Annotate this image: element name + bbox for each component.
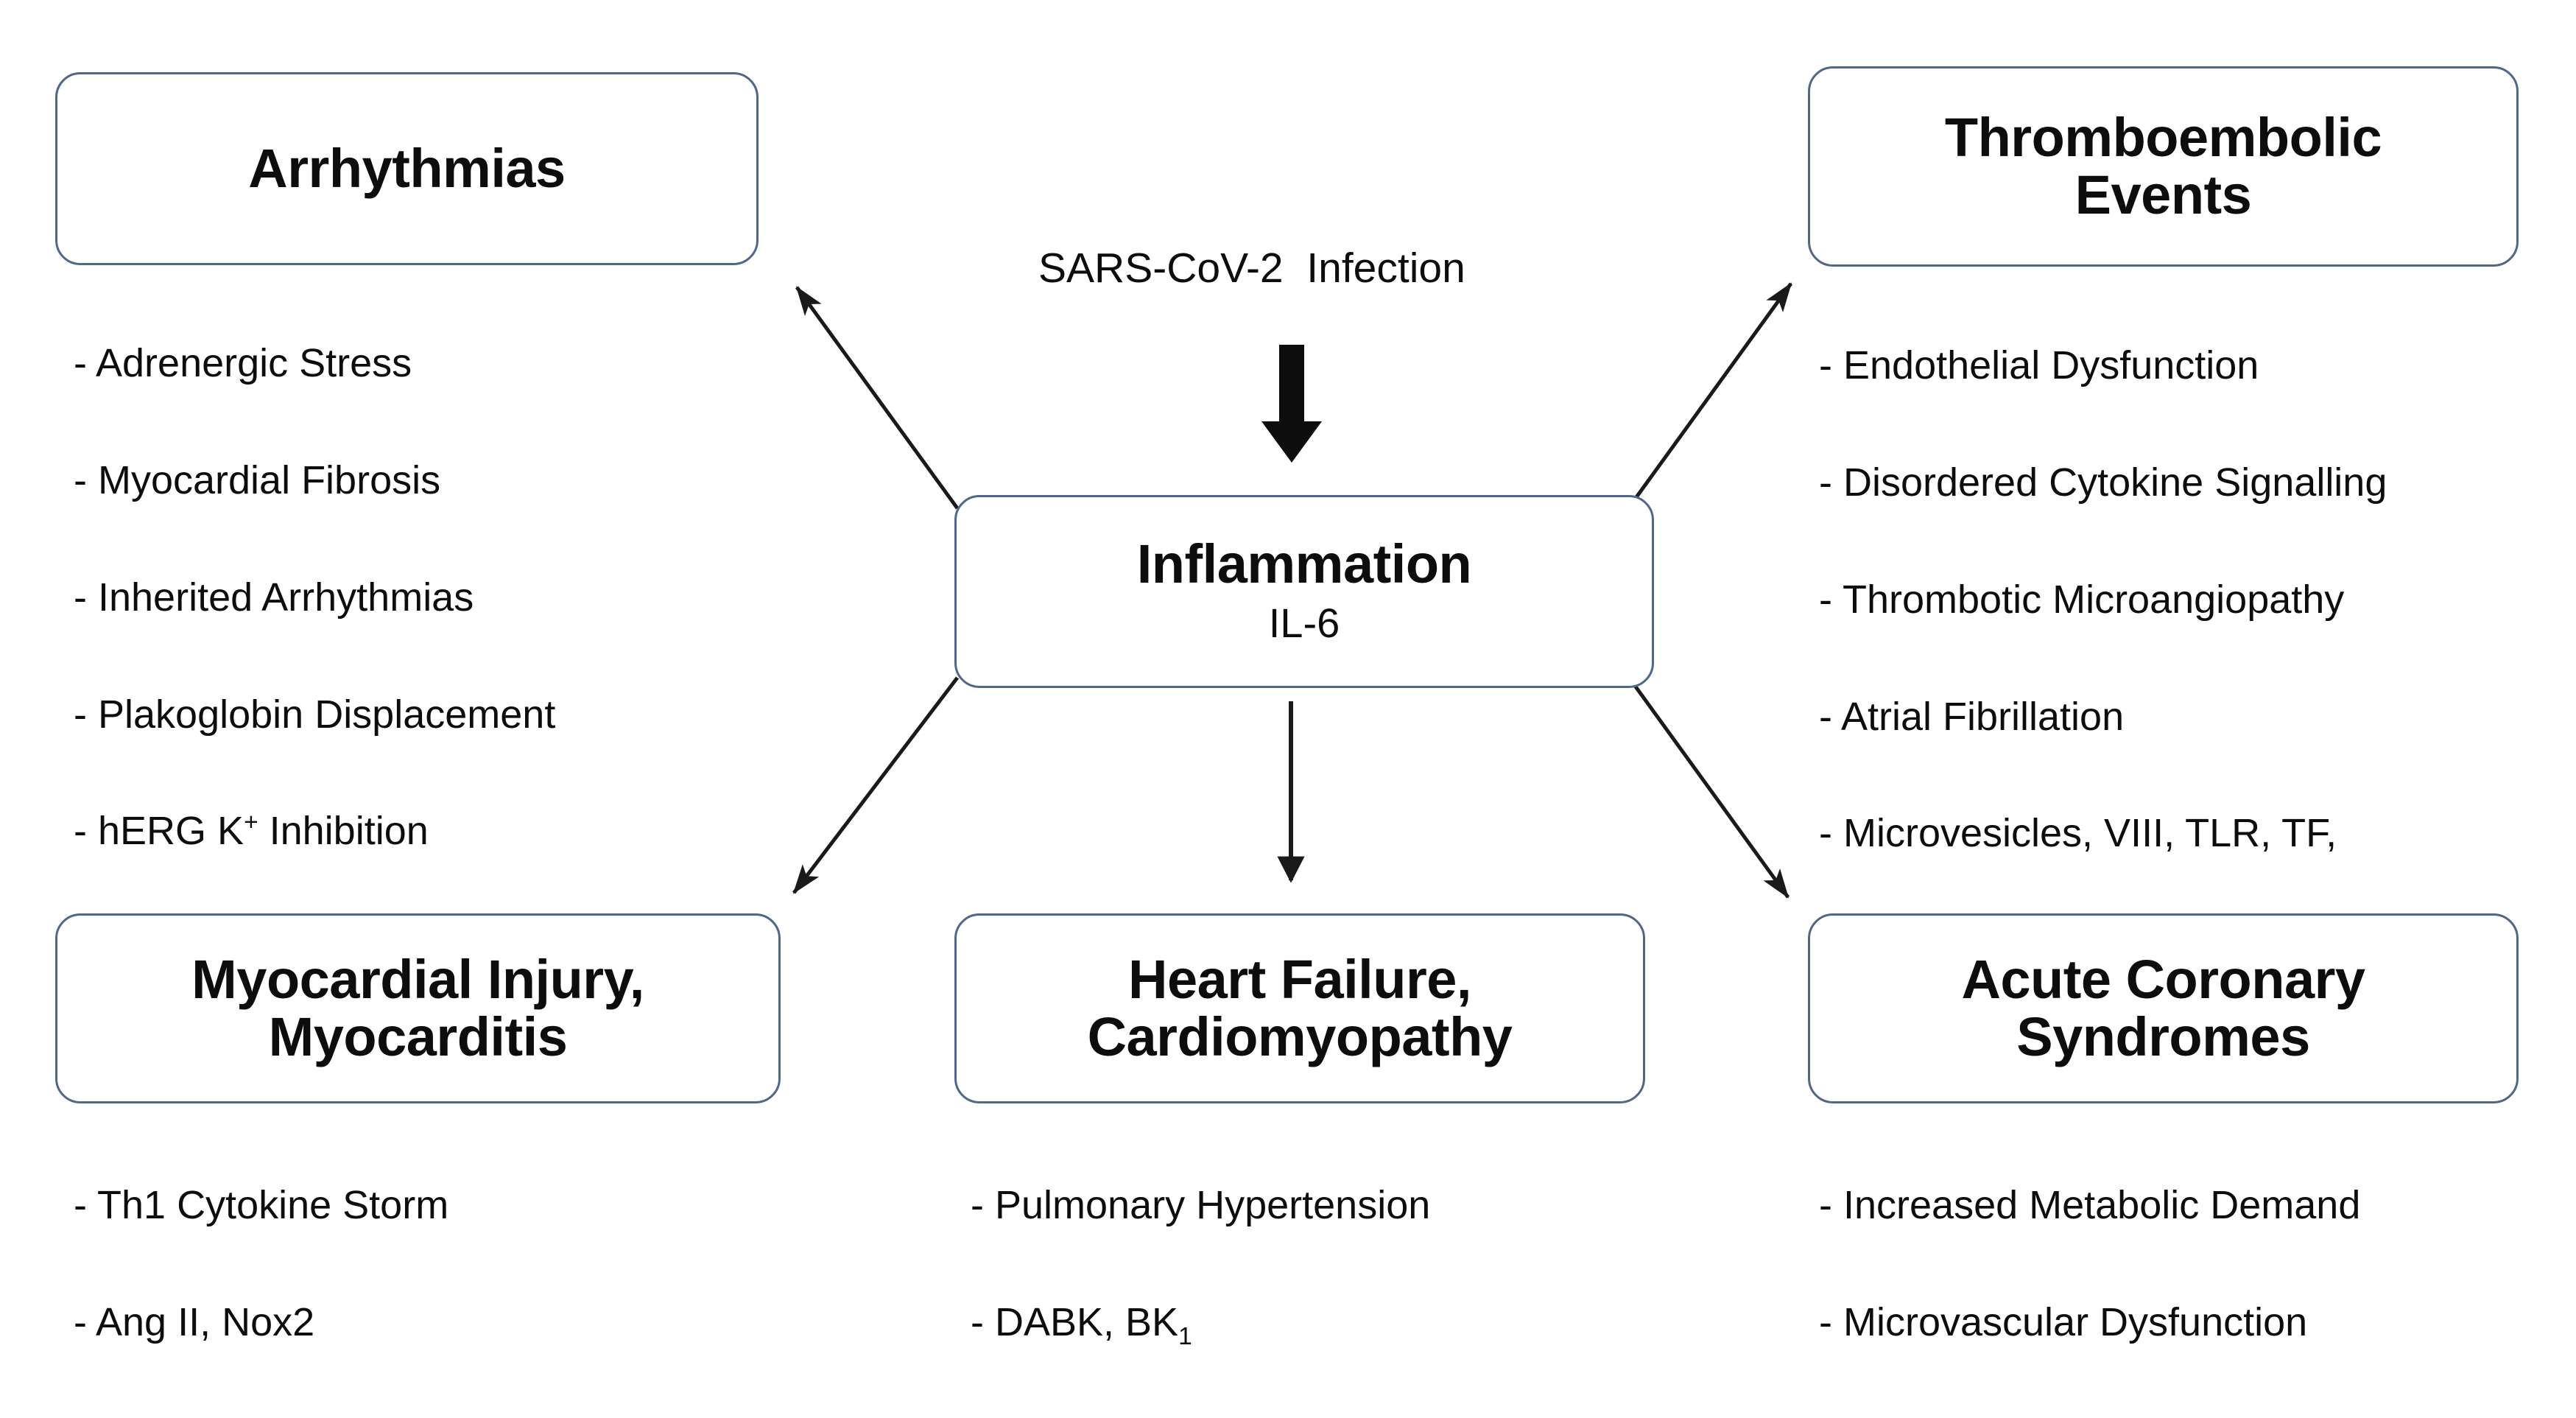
list-item: - Microvascular Dysfunction (1819, 1300, 2308, 1345)
list-item: - Microvesicles, VIII, TLR, TF, (1819, 811, 2337, 856)
bullets-arrhythmias: - Adrenergic Stress - Myocardial Fibrosi… (74, 276, 817, 1154)
bullets-myocardial-injury-myocarditis: - Th1 Cytokine Storm - Ang II, Nox2 - p3… (74, 1118, 817, 1418)
list-item: - Plaque Rupture (1819, 1411, 2570, 1418)
node-myocardial-injury-myocarditis-title: Myocardial Injury, Myocarditis (191, 948, 644, 1067)
node-inflammation-text: Inflammation IL-6 (1136, 533, 1472, 647)
block-arrow-infection-to-inflammation (1261, 345, 1322, 463)
arrow-inflammation-to-thromboembolic-events (1634, 282, 1793, 499)
list-item: - Increased Metabolic Demand (1819, 1183, 2361, 1228)
list-item: - Pulmonary Hypertension (971, 1183, 1431, 1228)
node-inflammation[interactable]: Inflammation IL-6 (954, 495, 1654, 688)
node-acute-coronary-syndromes[interactable]: Acute Coronary Syndromes (1808, 913, 2519, 1103)
list-item: - Adrenergic Stress (74, 341, 412, 386)
node-thromboembolic-events-title: Thromboembolic Events (1944, 106, 2382, 225)
node-myocardial-injury-myocarditis[interactable]: Myocardial Injury, Myocarditis (55, 913, 781, 1103)
bullets-acute-coronary-syndromes: - Increased Metabolic Demand - Microvasc… (1819, 1118, 2570, 1418)
list-item: - Disordered Cytokine Signalling (1819, 460, 2387, 505)
node-acute-coronary-syndromes-title: Acute Coronary Syndromes (1961, 948, 2365, 1067)
node-inflammation-subtitle: IL-6 (1268, 599, 1340, 646)
list-item: - p38 MAPK (74, 1411, 817, 1418)
node-thromboembolic-events[interactable]: Thromboembolic Events (1808, 66, 2519, 267)
list-item: - DABK, BK1 (971, 1300, 1192, 1350)
node-heart-failure-cardiomyopathy[interactable]: Heart Failure, Cardiomyopathy (954, 913, 1645, 1103)
node-arrhythmias-title: Arrhythmias (248, 137, 566, 199)
arrow-inflammation-to-myocardial-injury (792, 676, 959, 894)
source-label: SARS-CoV-2 Infection (1038, 245, 1465, 292)
arrow-inflammation-to-arrhythmias (795, 286, 960, 510)
arrow-inflammation-to-acute-coronary-syndromes (1631, 682, 1790, 899)
list-item: - Inherited Arrhythmias (74, 575, 474, 620)
bullets-heart-failure-cardiomyopathy: - Pulmonary Hypertension - DABK, BK1 (971, 1118, 1714, 1411)
bullets-thromboembolic-events: - Endothelial Dysfunction - Disordered C… (1819, 278, 2570, 1156)
node-heart-failure-cardiomyopathy-title: Heart Failure, Cardiomyopathy (1087, 948, 1513, 1067)
list-item: - Th1 Cytokine Storm (74, 1183, 449, 1228)
list-item: - Atrial Fibrillation (1819, 694, 2125, 739)
list-item: - Plakoglobin Displacement (74, 692, 556, 737)
list-item: - Thrombotic Microangiopathy (1819, 577, 2345, 622)
node-arrhythmias[interactable]: Arrhythmias (55, 72, 759, 265)
list-item: - Ang II, Nox2 (74, 1300, 315, 1345)
list-item: - Endothelial Dysfunction (1819, 343, 2259, 388)
list-item: - hERG K+ Inhibition (74, 809, 429, 854)
node-inflammation-title: Inflammation (1136, 533, 1472, 595)
list-item: - Myocardial Fibrosis (74, 458, 441, 503)
